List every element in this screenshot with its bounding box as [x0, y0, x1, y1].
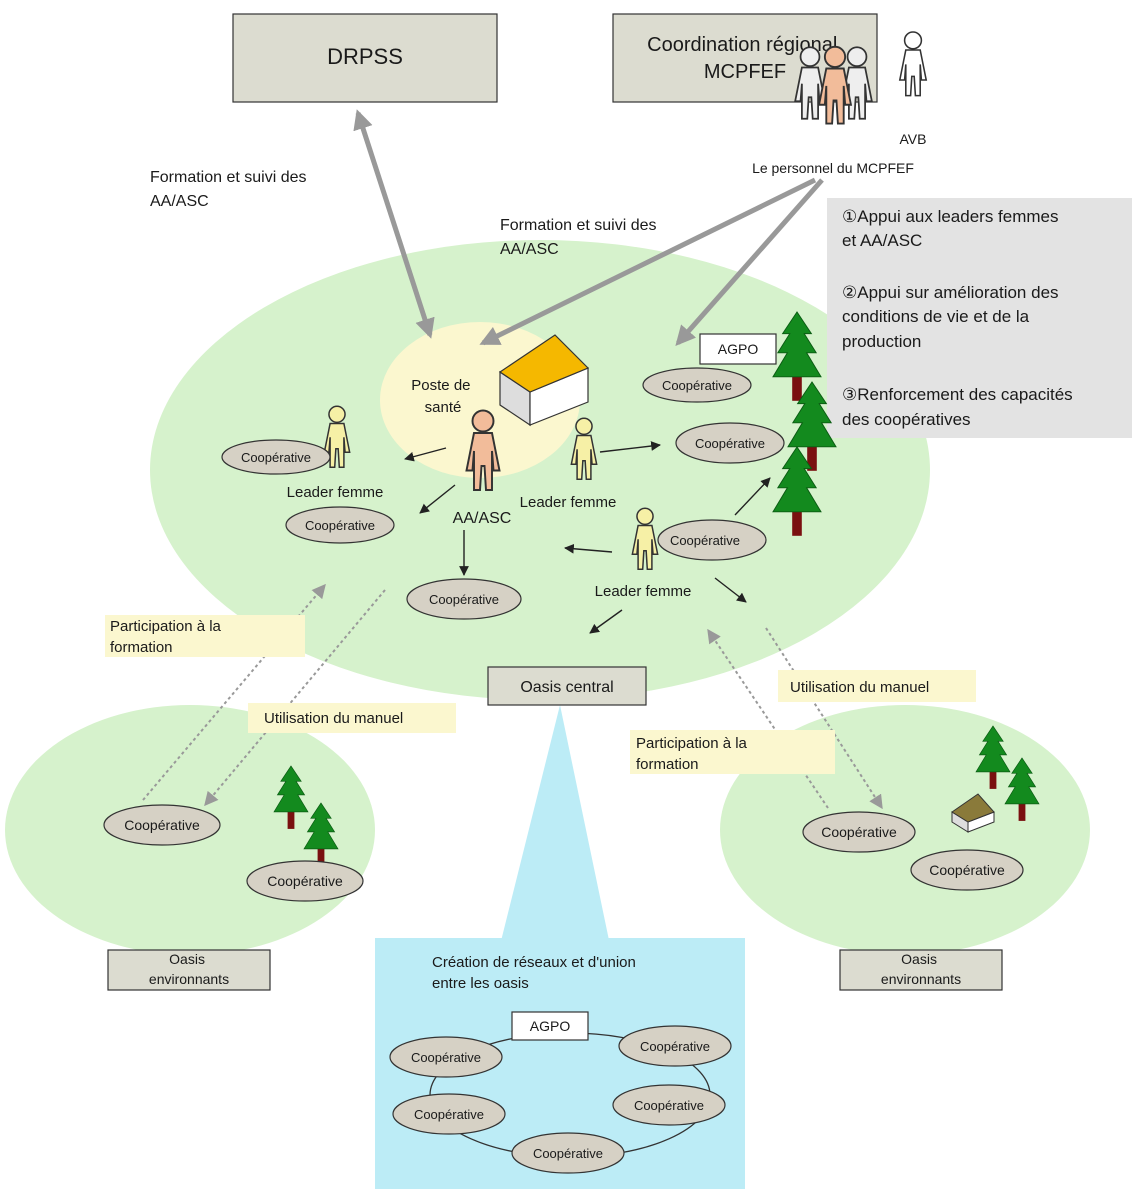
cooperative-ellipse — [392, 1093, 506, 1135]
arrow-leader-down-left — [589, 609, 623, 634]
formation-right-label: Formation et suivi des AA/ASC — [500, 217, 661, 258]
agpo-central-box — [699, 333, 777, 365]
cooperative-label: Coopérative — [241, 450, 311, 465]
leader-right-label: Leader femme — [595, 583, 692, 600]
cooperative-label: Coopérative — [124, 817, 200, 833]
arrow-aa-to-leader — [404, 447, 447, 462]
cooperative-ellipse — [618, 1025, 732, 1067]
cooperative-label: Coopérative — [533, 1146, 603, 1161]
support-panel — [827, 198, 1132, 438]
house-icon — [951, 793, 995, 833]
drpss-box — [232, 13, 498, 103]
avb-label: AVB — [900, 131, 927, 147]
participation-left-label: Participation à la formation — [110, 618, 225, 656]
coordination-label: Coordination régional MCPFEF — [647, 34, 843, 83]
cooperative-ellipse — [103, 804, 221, 846]
cooperative-label: Coopérative — [929, 862, 1005, 878]
cooperative-label: Coopérative — [305, 518, 375, 533]
participation-right-label: Participation à la formation — [636, 735, 751, 773]
personnel-label: Le personnel du MCPFEF — [752, 160, 914, 176]
cooperative-label: Coopérative — [267, 873, 343, 889]
drpss-label: DRPSS — [327, 44, 403, 69]
oasis-central-label: Oasis central — [520, 679, 613, 696]
arrow-leader-down-right — [714, 577, 747, 603]
network-beam — [500, 705, 610, 945]
oasis-right-label: Oasis environnants — [881, 951, 961, 987]
cooperative-ellipse — [802, 811, 916, 853]
arrow-leader-to-coop — [599, 441, 661, 453]
leader-mid-label: Leader femme — [520, 494, 617, 511]
cooperative-ellipse — [406, 578, 522, 620]
aa-asc-label: AA/ASC — [453, 510, 512, 527]
oasis-right-box — [839, 949, 1003, 991]
cooperative-label: Coopérative — [670, 533, 740, 548]
participation-note-right — [630, 730, 835, 774]
avb-person-icon — [899, 31, 927, 97]
support-item-2: ②Appui sur amélioration des conditions d… — [842, 283, 1063, 351]
cooperative-label: Coopérative — [414, 1107, 484, 1122]
utilisation-arrow-left — [204, 589, 386, 807]
drpss-formation-arrow — [353, 109, 435, 339]
cooperative-label: Coopérative — [695, 436, 765, 451]
mcpfef-support-arrow — [675, 178, 824, 346]
cooperative-label: Coopérative — [411, 1050, 481, 1065]
cooperative-ellipse — [389, 1036, 503, 1078]
cooperative-ellipse — [642, 367, 752, 403]
cooperative-label: Coopérative — [634, 1098, 704, 1113]
participation-note-left — [105, 615, 305, 657]
cooperative-ellipse — [246, 860, 364, 902]
arrow-aa-to-coop-left — [419, 484, 456, 514]
agpo-network-label: AGPO — [530, 1018, 571, 1034]
mcpfef-staff-icon — [794, 45, 873, 125]
oasis-left-label: Oasis environnants — [149, 951, 229, 987]
cooperative-ellipse — [612, 1084, 726, 1126]
support-item-1: ①Appui aux leaders femmes et AA/ASC — [842, 207, 1063, 250]
cooperative-label: Coopérative — [429, 592, 499, 607]
utilisation-right-label: Utilisation du manuel — [790, 679, 929, 696]
cooperative-ellipse — [675, 422, 785, 464]
utilisation-note-left — [248, 703, 456, 733]
cooperative-ellipse — [511, 1132, 625, 1174]
cooperative-ellipse — [285, 506, 395, 544]
arrow-leader-up-right — [734, 477, 771, 516]
cooperative-ellipse — [657, 519, 767, 561]
oasis-left-box — [107, 949, 271, 991]
cooperative-label: Coopérative — [640, 1039, 710, 1054]
arrow-leader-left — [564, 543, 613, 554]
leader-left-label: Leader femme — [287, 484, 384, 501]
health-post-label: Poste de santé — [411, 377, 474, 416]
cooperative-ellipse — [910, 849, 1024, 891]
cooperative-ellipse — [221, 439, 331, 475]
cooperative-label: Coopérative — [662, 378, 732, 393]
health-post-house-icon — [498, 334, 590, 427]
utilisation-note-right — [778, 670, 976, 702]
agpo-network-box — [511, 1011, 589, 1041]
network-title: Création de réseaux et d'union entre les… — [432, 954, 640, 992]
cooperative-label: Coopérative — [821, 824, 897, 840]
agpo-central-label: AGPO — [718, 341, 759, 357]
utilisation-left-label: Utilisation du manuel — [264, 710, 403, 727]
support-item-3: ③Renforcement des capacités des coopérat… — [842, 385, 1077, 429]
formation-left-label: Formation et suivi des AA/ASC — [150, 169, 311, 210]
mcpfef-formation-arrow — [479, 177, 817, 346]
oasis-central-box — [487, 666, 647, 706]
